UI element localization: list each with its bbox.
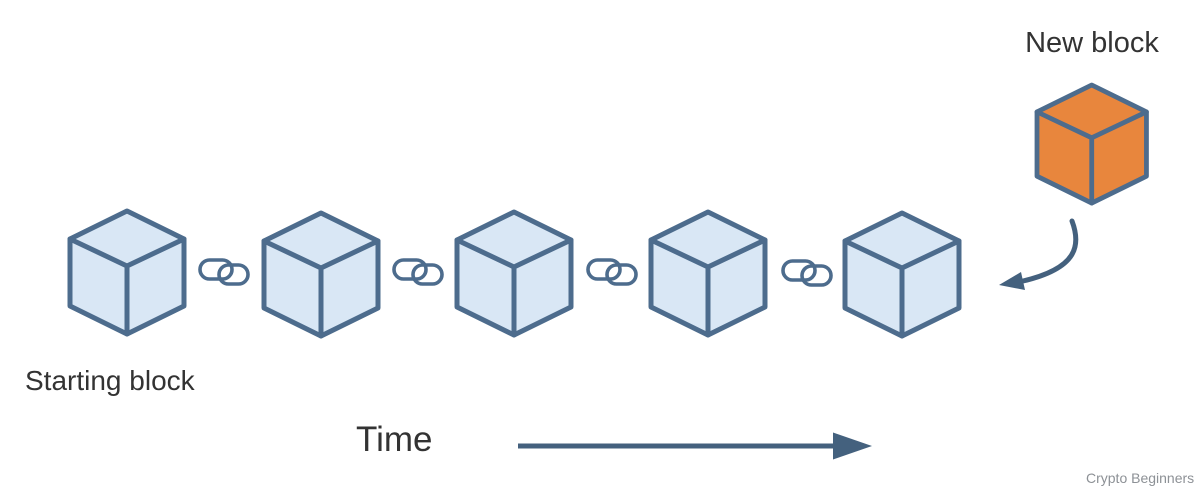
watermark-credit: Crypto Beginners [1086, 470, 1195, 486]
chain-link-icon-2 [392, 258, 444, 286]
chain-link-icon-4 [781, 259, 833, 287]
new-block-label: New block [1025, 27, 1159, 59]
chain-block-4 [651, 212, 765, 335]
chain-link-icon-1 [198, 258, 250, 286]
chain-block-1 [70, 211, 184, 334]
starting-block-label: Starting block [25, 365, 195, 396]
time-arrow-icon [518, 432, 872, 460]
chain-block-3 [457, 212, 571, 335]
chain-block-5 [845, 213, 959, 336]
chain-link-icon-3 [586, 258, 638, 286]
new-block-cube [1037, 85, 1146, 203]
blockchain-chain [70, 211, 959, 336]
chain-block-2 [264, 213, 378, 336]
time-axis-label: Time [356, 420, 433, 459]
new-block-arrow-icon [999, 218, 1079, 290]
